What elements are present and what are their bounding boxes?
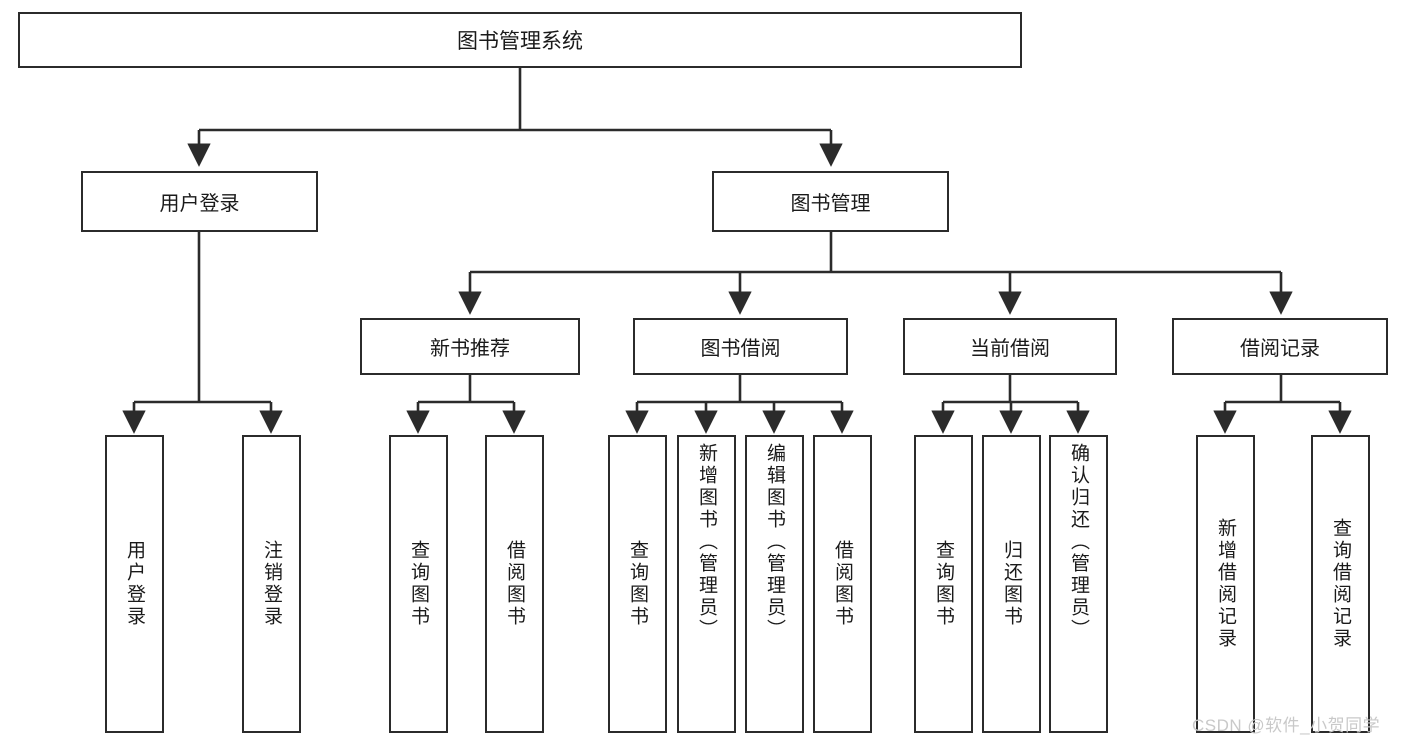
- node-root-label: 图书管理系统: [457, 30, 583, 53]
- leaf-query-book-current[interactable]: 查询图书: [914, 435, 973, 733]
- node-root[interactable]: 图书管理系统: [18, 12, 1022, 68]
- leaf-return-book-label: 归还图书: [1001, 540, 1022, 628]
- leaf-query-book-recommend-label: 查询图书: [408, 540, 429, 628]
- leaf-borrow-book-label: 借阅图书: [832, 540, 853, 628]
- leaf-borrow-book-recommend-label: 借阅图书: [504, 540, 525, 628]
- node-borrow-records[interactable]: 借阅记录: [1172, 318, 1388, 375]
- leaf-add-book-admin-label: 新增图书（管理员）: [696, 443, 717, 641]
- leaf-edit-book-admin[interactable]: 编辑图书（管理员）: [745, 435, 804, 733]
- leaf-borrow-book[interactable]: 借阅图书: [813, 435, 872, 733]
- leaf-edit-book-admin-label: 编辑图书（管理员）: [764, 443, 785, 641]
- leaf-logout-label: 注销登录: [261, 540, 282, 628]
- leaf-user-login-label: 用户登录: [124, 540, 145, 628]
- leaf-add-borrow-record-label: 新增借阅记录: [1215, 518, 1236, 650]
- leaf-borrow-book-recommend[interactable]: 借阅图书: [485, 435, 544, 733]
- leaf-return-book[interactable]: 归还图书: [982, 435, 1041, 733]
- node-borrow-records-label: 借阅记录: [1240, 338, 1320, 360]
- leaf-confirm-return-admin-label: 确认归还（管理员）: [1068, 443, 1089, 641]
- csdn-watermark: CSDN @软件_小贺同学: [1192, 716, 1381, 735]
- node-user-login-label: 用户登录: [159, 193, 240, 215]
- node-book-borrow[interactable]: 图书借阅: [633, 318, 848, 375]
- node-book-management-label: 图书管理: [790, 193, 871, 215]
- leaf-query-book-recommend[interactable]: 查询图书: [389, 435, 448, 733]
- leaf-query-book-current-label: 查询图书: [933, 540, 954, 628]
- leaf-logout[interactable]: 注销登录: [242, 435, 301, 733]
- node-book-management[interactable]: 图书管理: [712, 171, 949, 232]
- node-new-book-recommend-label: 新书推荐: [430, 338, 510, 360]
- node-book-borrow-label: 图书借阅: [700, 338, 781, 360]
- leaf-user-login[interactable]: 用户登录: [105, 435, 164, 733]
- leaf-add-borrow-record[interactable]: 新增借阅记录: [1196, 435, 1255, 733]
- leaf-confirm-return-admin[interactable]: 确认归还（管理员）: [1049, 435, 1108, 733]
- node-current-borrow[interactable]: 当前借阅: [903, 318, 1117, 375]
- leaf-query-book-borrow[interactable]: 查询图书: [608, 435, 667, 733]
- leaf-add-book-admin[interactable]: 新增图书（管理员）: [677, 435, 736, 733]
- leaf-query-borrow-record-label: 查询借阅记录: [1330, 518, 1351, 650]
- node-current-borrow-label: 当前借阅: [970, 338, 1050, 360]
- leaf-query-borrow-record[interactable]: 查询借阅记录: [1311, 435, 1370, 733]
- leaf-query-book-borrow-label: 查询图书: [627, 540, 648, 628]
- node-user-login[interactable]: 用户登录: [81, 171, 318, 232]
- node-new-book-recommend[interactable]: 新书推荐: [360, 318, 580, 375]
